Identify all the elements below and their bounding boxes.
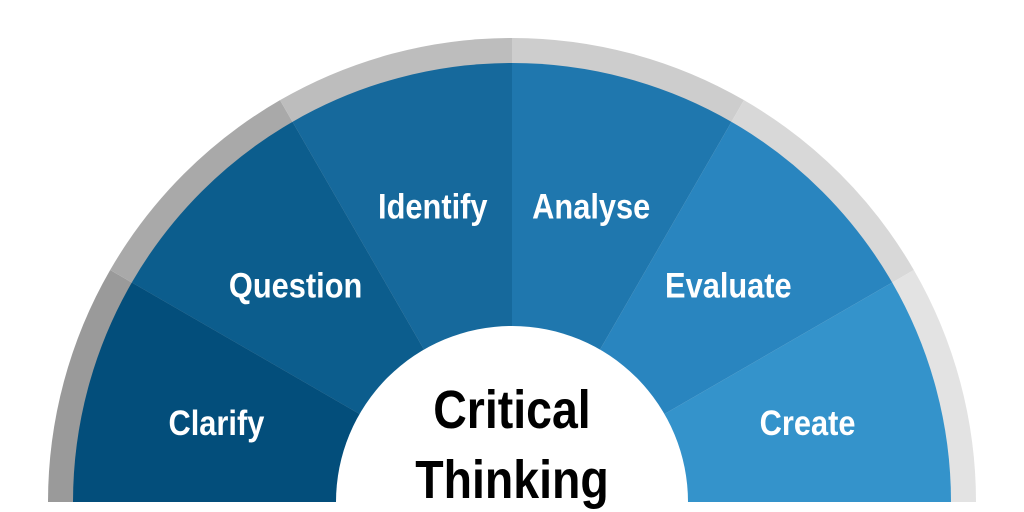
segment-label-analyse: Analyse: [532, 187, 650, 226]
segment-label-identify: Identify: [378, 187, 488, 226]
center-circle: [336, 326, 688, 502]
center-title-line2: Thinking: [415, 449, 608, 510]
center-title-line1: Critical: [433, 379, 590, 440]
segment-label-question: Question: [229, 266, 362, 305]
segment-label-clarify: Clarify: [169, 403, 265, 442]
segment-label-create: Create: [760, 403, 856, 442]
segment-label-evaluate: Evaluate: [665, 266, 792, 305]
